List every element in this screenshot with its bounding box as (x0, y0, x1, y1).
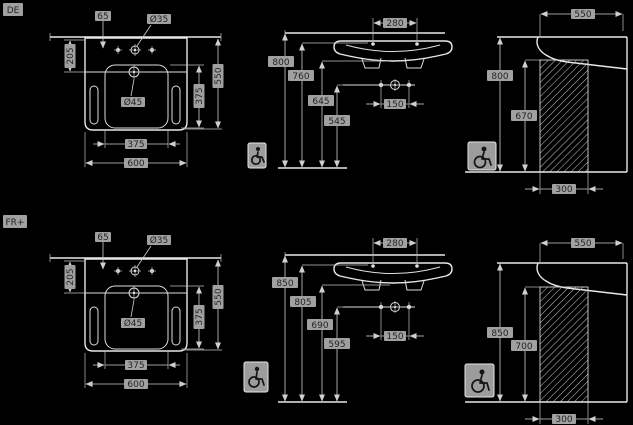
dim-label-280: 280 (386, 19, 403, 29)
dim-label-805: 805 (294, 298, 311, 308)
dim-label-65: 65 (97, 12, 108, 22)
dim-label-670: 670 (515, 112, 532, 122)
wheelchair-icon (464, 363, 495, 398)
drain-symbol (127, 286, 141, 300)
dim-label-375-depth: 375 (195, 87, 205, 104)
panel-de-side-view: 550 800 670 300 (465, 9, 628, 195)
dim-label-700: 700 (515, 342, 532, 352)
dim-label-dia35: Ø35 (150, 235, 169, 246)
leader-dia45 (130, 78, 135, 97)
dim-label-65: 65 (97, 233, 108, 243)
right-grip-slot (171, 306, 181, 346)
bowl-outline (104, 285, 169, 350)
dim-label-300: 300 (555, 415, 572, 425)
dim-label-205: 205 (66, 47, 76, 64)
dim-label-375-width: 375 (127, 361, 144, 371)
left-grip-slot (89, 306, 99, 346)
dim-label-375-width: 375 (127, 140, 144, 150)
basin-feet (361, 57, 425, 69)
fixing-dot-right (415, 42, 419, 46)
region-label-text: FR+ (6, 218, 25, 228)
dim-label-760: 760 (292, 72, 309, 82)
dim-label-800: 800 (272, 58, 289, 68)
region-label-fr: FR+ (3, 215, 27, 228)
dim-label-600: 600 (127, 380, 144, 390)
dim-label-dia45: Ø45 (124, 97, 143, 108)
region-label-de: DE (3, 3, 23, 16)
panel-de-top-view: 65 Ø35 Ø45 205 375 550 375 600 (49, 11, 224, 169)
basin-front-profile (333, 40, 453, 62)
wheelchair-icon (467, 141, 497, 171)
dim-label-850: 850 (276, 279, 293, 289)
dim-label-dia45: Ø45 (124, 318, 143, 329)
basin-outline (84, 37, 188, 131)
dim-label-595: 595 (328, 340, 345, 350)
wheelchair-icon (243, 361, 269, 393)
wall-line-ticks (49, 33, 222, 41)
dim-label-600: 600 (127, 159, 144, 169)
region-label-text: DE (7, 6, 20, 16)
dim-label-550: 550 (574, 239, 591, 249)
dim-label-550: 550 (574, 10, 591, 20)
panel-fr-side-view: 550 850 700 300 (464, 238, 628, 425)
faucet-holes (114, 265, 156, 277)
wheelchair-icon (247, 142, 267, 169)
dim-label-150: 150 (386, 332, 403, 342)
faucet-holes (114, 44, 156, 56)
panel-de-front-view: 280 800 760 645 545 150 (247, 18, 453, 169)
basin-front-profile (333, 262, 453, 284)
bowl-outline (104, 64, 169, 129)
dim-label-690: 690 (311, 321, 328, 331)
panel-fr-front-view: 280 850 805 690 595 150 (243, 238, 453, 403)
basin-inner-rim (345, 44, 441, 52)
dim-label-375-depth: 375 (195, 308, 205, 325)
right-grip-slot (171, 85, 181, 125)
dim-label-280: 280 (386, 239, 403, 249)
basin-outline (84, 258, 188, 352)
drain-symbol (127, 65, 141, 79)
dim-label-850: 850 (491, 329, 508, 339)
knee-clearance-zone (539, 59, 589, 173)
dim-label-150: 150 (386, 100, 403, 110)
leader-dia35 (136, 24, 152, 47)
dim-label-550: 550 (214, 67, 224, 84)
region-chip (3, 3, 23, 16)
dim-label-205: 205 (66, 268, 76, 285)
panel-fr-top-view: 65 Ø35 Ø45 205 375 550 375 600 (49, 232, 224, 390)
dim-label-545: 545 (328, 117, 345, 127)
dim-label-300: 300 (555, 185, 572, 195)
dim-label-645: 645 (312, 97, 329, 107)
region-chip (3, 215, 27, 228)
left-grip-slot (89, 85, 99, 125)
dim-label-800: 800 (491, 72, 508, 82)
dim-label-550: 550 (214, 288, 224, 305)
knee-clearance-zone (539, 286, 589, 403)
dim-label-dia35: Ø35 (150, 14, 169, 25)
fixing-dot-left (371, 42, 375, 46)
